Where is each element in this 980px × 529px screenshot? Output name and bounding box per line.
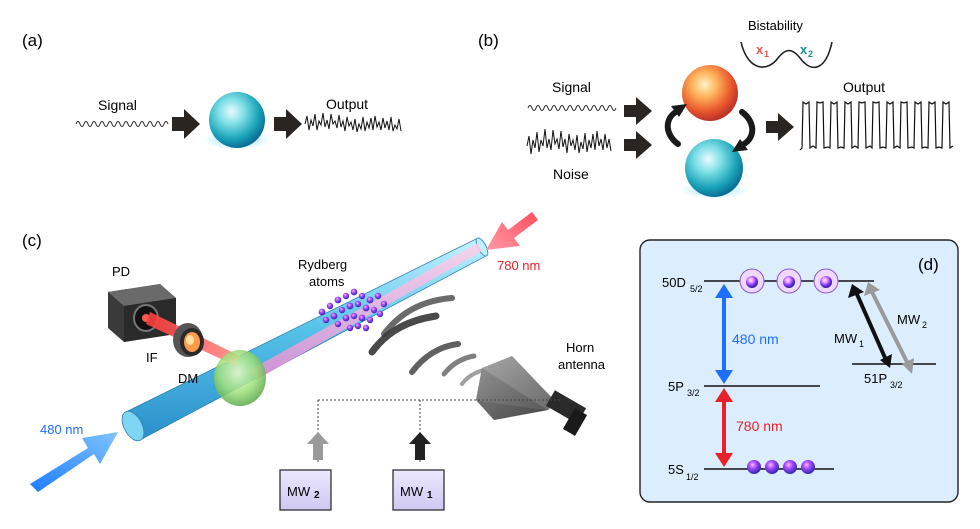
mw2-sub: 2 [922, 320, 927, 330]
panel-b-output-switching [799, 100, 954, 151]
nm780-label: 780 nm [497, 258, 540, 273]
laser-beam-pink-core [250, 243, 482, 380]
panel-b-label: (b) [478, 31, 499, 50]
transition-780nm-label: 780 nm [736, 418, 783, 434]
panel-b-output-label: Output [843, 79, 885, 95]
panel-b-arrow-noise [624, 131, 652, 159]
if-label: IF [146, 350, 158, 365]
transition-480nm-arrow [715, 284, 733, 384]
mw2-box-num: 2 [314, 490, 320, 501]
panel-b-signal-wave [527, 105, 617, 111]
pd-label: PD [112, 264, 130, 279]
interference-filter [173, 323, 204, 357]
panel-a-signal-label: Signal [98, 97, 137, 113]
mw1-source-box: MW 1 [392, 469, 445, 511]
level-51p-sub: 3/2 [890, 380, 903, 390]
panel-b-sphere-lower [685, 139, 743, 197]
panel-a-label: (a) [22, 31, 43, 50]
rydberg-label-line1: Rydberg [298, 257, 347, 272]
nm480-label: 480 nm [40, 422, 83, 437]
panel-b: (b) Bistability x 1 x 2 Signal Noise Out… [478, 18, 954, 199]
dm-label: DM [178, 371, 198, 386]
beam-end-left [121, 410, 145, 442]
mw1-sub: 1 [859, 339, 864, 349]
x1-subscript: 1 [764, 49, 769, 59]
panel-b-signal-label: Signal [552, 79, 591, 95]
horn-label-line2: antenna [558, 357, 606, 372]
rydberg-atoms-50d [739, 268, 839, 294]
mw2-source-box: MW 2 [279, 469, 332, 511]
panel-a-sphere [209, 92, 265, 148]
ground-atoms-5s [747, 460, 815, 474]
level-5p-label: 5P [668, 379, 684, 394]
x2-label: x [800, 42, 808, 57]
mw-wiring [317, 399, 560, 462]
mw1-label: MW [834, 331, 858, 346]
panel-b-arrow-out [766, 113, 794, 141]
level-50d-sub: 5/2 [690, 284, 703, 294]
mw2-label: MW [897, 312, 921, 327]
level-51p-label: 51P [864, 371, 887, 386]
transition-780nm-arrow [715, 388, 733, 467]
panel-a-output-label: Output [326, 96, 368, 112]
transition-mw1-arrow [848, 284, 892, 368]
level-50d-label: 50D [662, 275, 686, 290]
x2-subscript: 2 [808, 49, 813, 59]
mw1-box-text: MW [400, 484, 424, 499]
panel-a-arrow-out [274, 109, 302, 139]
arrow-mw2-up [307, 432, 329, 460]
panel-c-label: (c) [22, 231, 42, 250]
dichroic-mirror [214, 350, 266, 406]
level-5s-sub: 1/2 [686, 472, 699, 482]
panel-a-signal-wave [75, 121, 169, 127]
panel-a-arrow-in [172, 109, 200, 139]
mw2-box-text: MW [287, 484, 311, 499]
panel-b-sphere-upper [682, 65, 738, 121]
mw1-box-num: 1 [427, 490, 433, 501]
microwave-emission-arcs [368, 295, 486, 386]
rydberg-label-line2: atoms [309, 274, 345, 289]
arrow-780nm [486, 212, 538, 250]
level-5s-label: 5S [668, 462, 684, 477]
panel-a: (a) Signal Output [22, 31, 402, 150]
panel-d-label: (d) [918, 255, 939, 274]
photodetector [108, 284, 176, 342]
cycle-arrow-right [737, 109, 756, 149]
bistability-potential-curve [740, 41, 833, 69]
level-5p-sub: 3/2 [687, 388, 700, 398]
arrow-480nm [30, 432, 118, 492]
transition-480nm-label: 480 nm [732, 331, 779, 347]
panel-d: (d) 50D 5/2 5P 3/2 5S 1/2 51P 3/2 [639, 239, 959, 503]
cycle-arrow-left-head [671, 104, 687, 117]
transition-mw2-arrow [864, 282, 914, 374]
panel-b-noise-wave [526, 128, 612, 155]
arrow-mw1-up [409, 432, 431, 460]
bistability-label: Bistability [748, 18, 803, 33]
horn-label-line1: Horn [566, 340, 594, 355]
x1-label: x [756, 42, 764, 57]
rydberg-atom-cloud [318, 288, 388, 332]
cycle-arrow-right-head [732, 139, 748, 152]
panel-b-arrow-signal [624, 97, 652, 125]
panel-b-noise-label: Noise [553, 166, 589, 182]
panel-c: (c) PD IF DM 480 nm [22, 212, 606, 511]
panel-a-output-noise [304, 112, 402, 133]
